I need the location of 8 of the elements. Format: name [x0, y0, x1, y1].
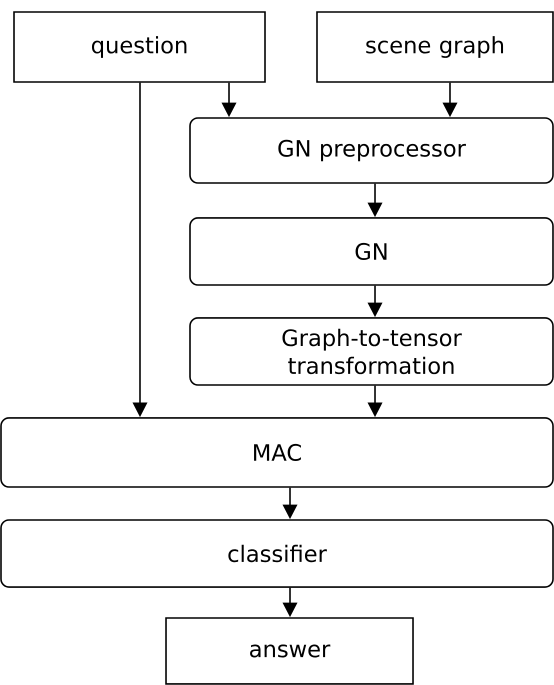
rounded-process-box: GN preprocessor [189, 117, 554, 184]
process-box: answer [165, 617, 414, 685]
rounded-process-box: classifier [0, 519, 554, 588]
process-box: scene graph [316, 11, 554, 83]
process-box: question [13, 11, 266, 83]
rounded-process-box: GN [189, 217, 554, 286]
rounded-process-box: MAC [0, 417, 554, 488]
rounded-process-box: Graph-to-tensor transformation [189, 317, 554, 386]
